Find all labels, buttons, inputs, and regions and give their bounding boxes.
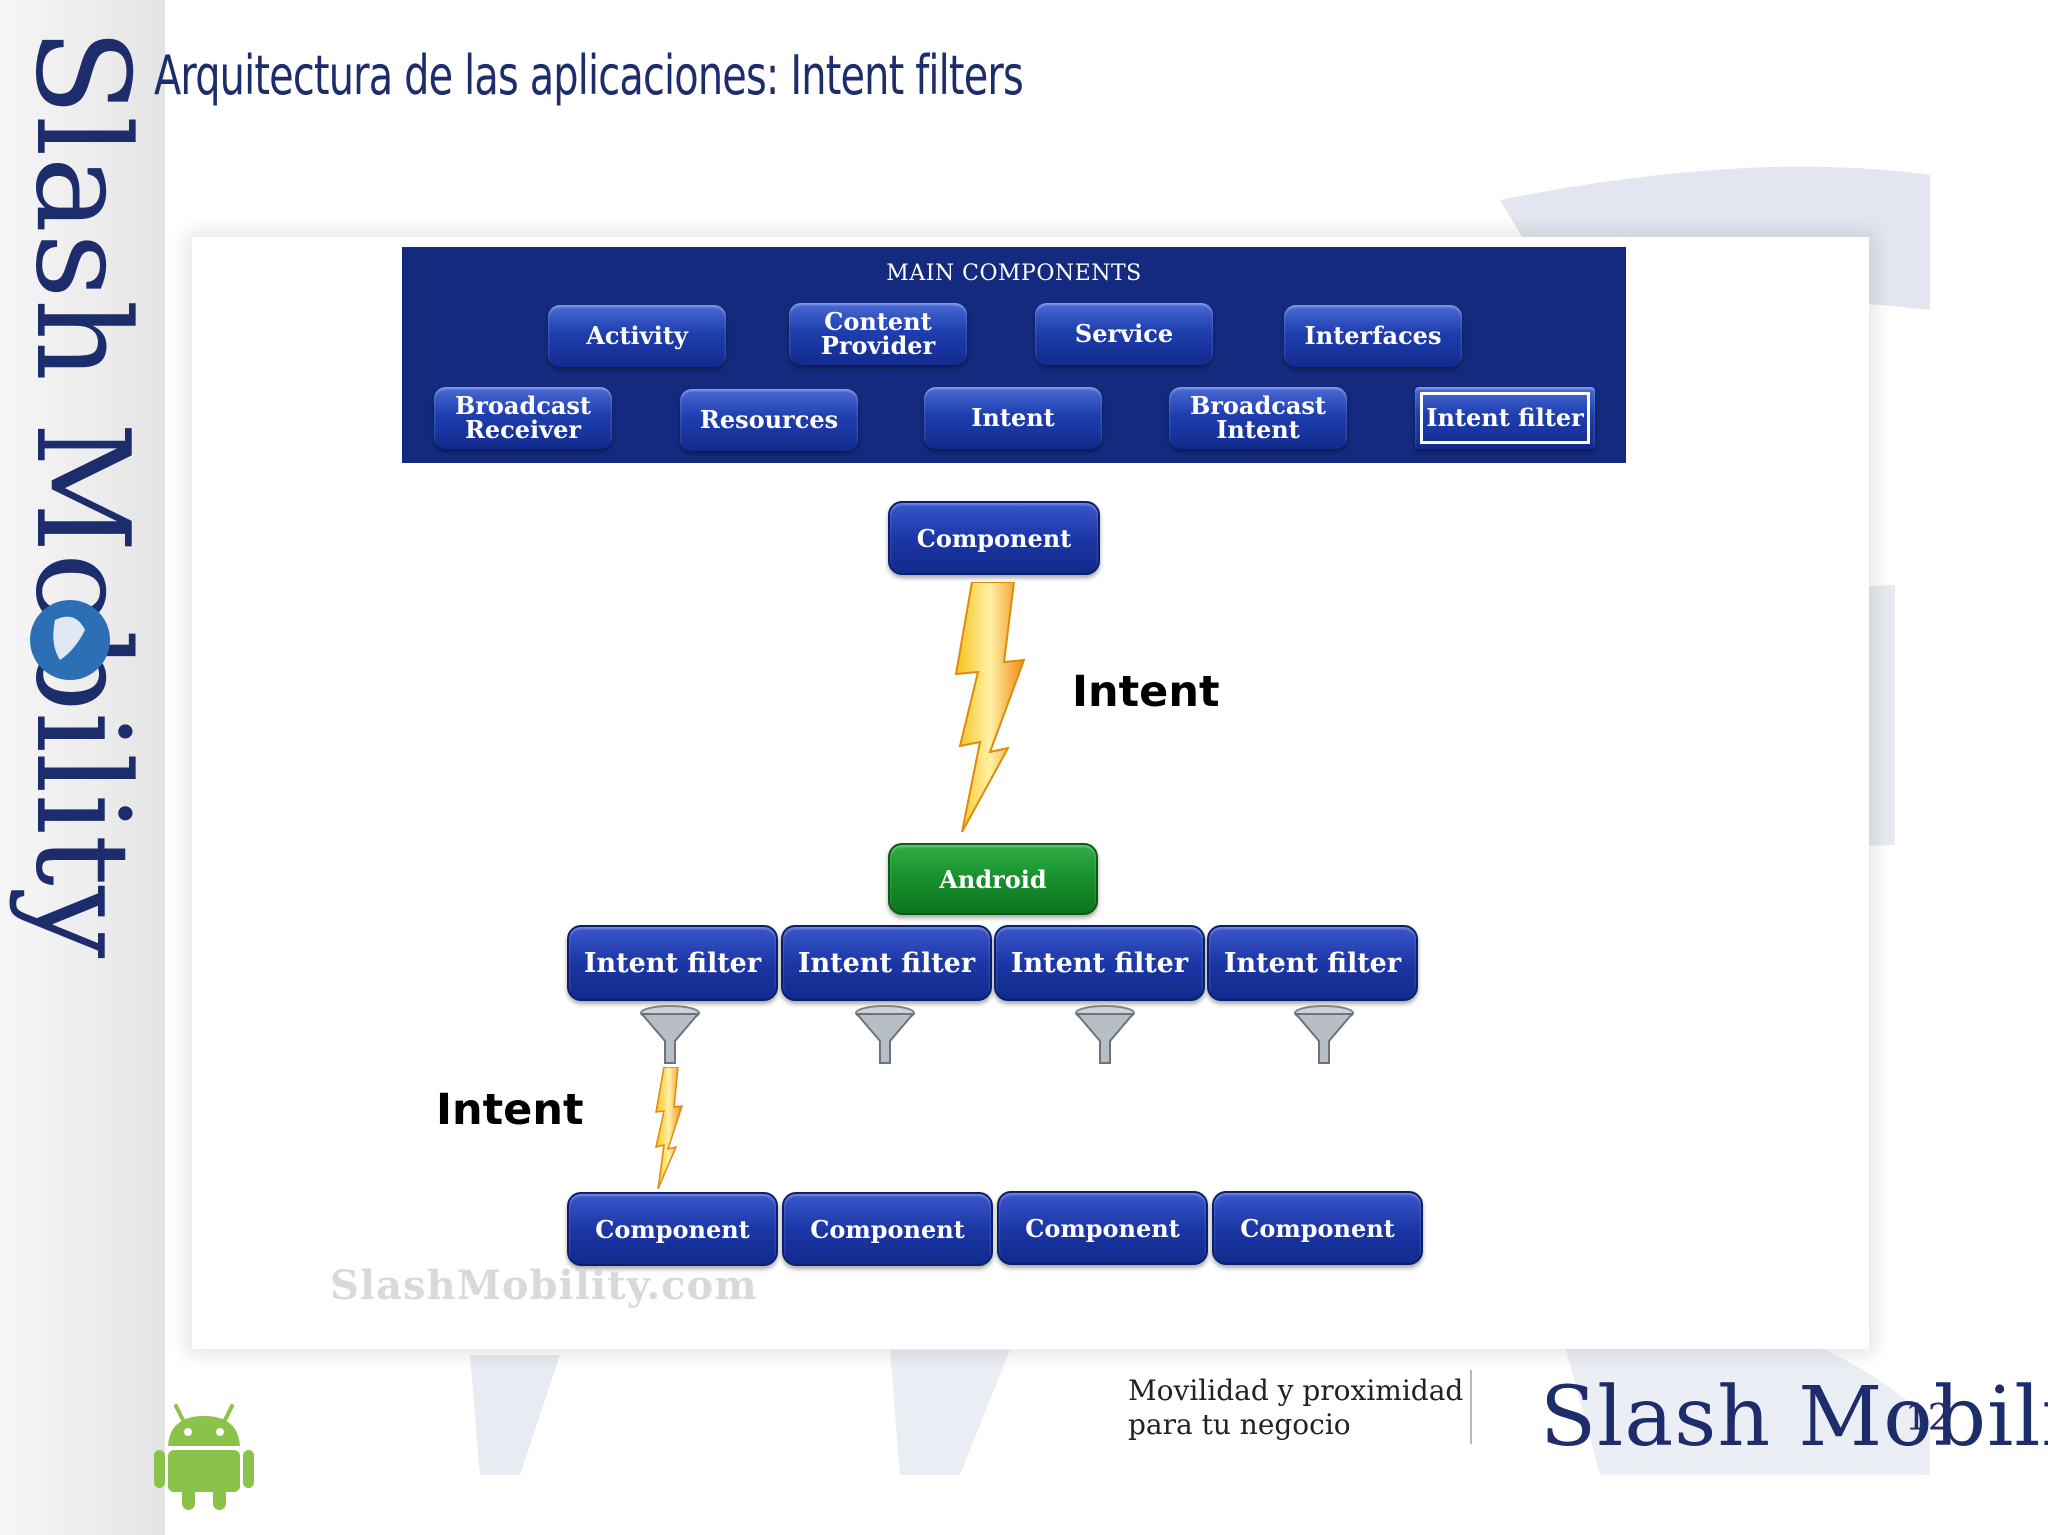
component-node: Component (1212, 1191, 1423, 1265)
lightning-bolt-small-icon (655, 1067, 684, 1189)
android-robot-icon (154, 1404, 254, 1510)
component-interfaces: Interfaces (1284, 305, 1462, 367)
component-intent: Intent (924, 387, 1102, 449)
android-node: Android (888, 843, 1098, 915)
component-intent-filter-selected: Intent filter (1415, 387, 1595, 449)
lightning-bolt-icon (954, 582, 1026, 832)
left-brand-strip (0, 0, 165, 1535)
funnel-icon (639, 1005, 701, 1064)
top-component-node: Component (888, 501, 1100, 575)
intent-filter-node: Intent filter (567, 925, 778, 1001)
page-number: 12 (1905, 1398, 1951, 1439)
component-node: Component (997, 1191, 1208, 1265)
slide-title: Arquitectura de las aplicaciones: Intent… (154, 44, 1024, 107)
funnel-icon (854, 1005, 916, 1064)
funnel-icon (1293, 1005, 1355, 1064)
footer-logo: Slash Mobility (1540, 1370, 2048, 1465)
funnel-icon (1074, 1005, 1136, 1064)
component-service: Service (1035, 303, 1213, 365)
component-node: Component (782, 1192, 993, 1266)
intent-label-top: Intent (1072, 667, 1220, 717)
svg-text:Slash Mobility: Slash Mobility (7, 28, 156, 958)
vertical-brand-logo: Slash Mobility (0, 0, 165, 1110)
footer-tagline: Movilidad y proximidad para tu negocio (1128, 1374, 1464, 1441)
intent-label-bottom: Intent (436, 1085, 584, 1135)
component-resources: Resources (680, 389, 858, 451)
component-activity: Activity (548, 305, 726, 367)
intent-filter-node: Intent filter (781, 925, 992, 1001)
watermark: SlashMobility.com (330, 1262, 758, 1309)
footer-divider (1470, 1370, 1472, 1444)
intent-filter-node: Intent filter (994, 925, 1205, 1001)
component-node: Component (567, 1192, 778, 1266)
intent-filter-node: Intent filter (1207, 925, 1418, 1001)
panel-title: MAIN COMPONENTS (886, 261, 1142, 286)
